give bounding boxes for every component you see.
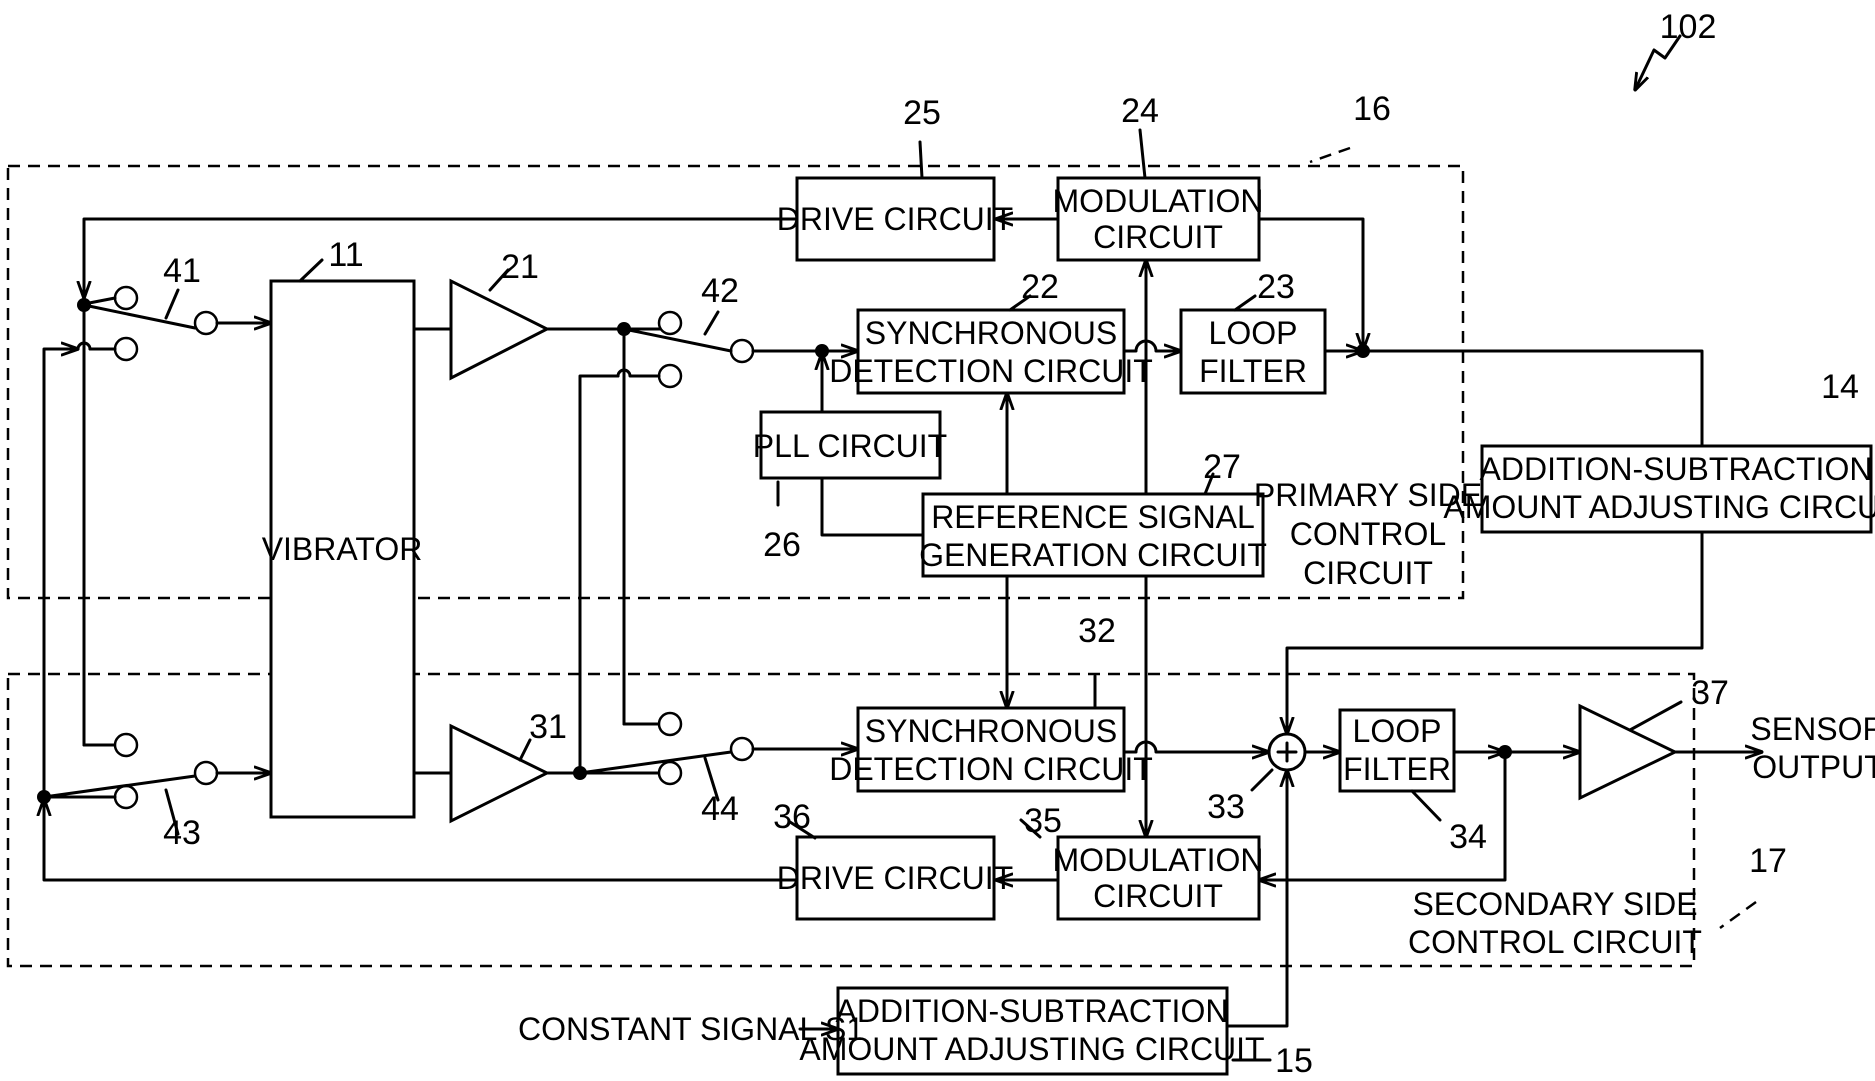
adjusting-circuit-14: ADDITION-SUBTRACTION AMOUNT ADJUSTING CI… xyxy=(1443,444,1875,534)
ref-42: 42 xyxy=(701,272,739,310)
adj14-line1: ADDITION-SUBTRACTION xyxy=(1480,451,1873,487)
adder-33 xyxy=(1267,732,1307,772)
ref-43: 43 xyxy=(163,814,201,852)
adj15-line2: AMOUNT ADJUSTING CIRCUIT xyxy=(799,1031,1264,1067)
ref-44: 44 xyxy=(701,790,739,828)
drive-circuit-secondary-label: DRIVE CIRCUIT xyxy=(777,860,1013,896)
sync-secondary-line1: SYNCHRONOUS xyxy=(865,713,1117,749)
ref-26: 26 xyxy=(763,526,801,564)
ref-32: 32 xyxy=(1078,612,1116,650)
synchronous-detection-primary: SYNCHRONOUS DETECTION CIRCUIT xyxy=(829,308,1153,395)
loop-secondary-line2: FILTER xyxy=(1343,751,1451,787)
ref-23: 23 xyxy=(1257,268,1295,306)
modulation-primary-line1: MODULATION xyxy=(1053,183,1264,219)
ref-17: 17 xyxy=(1749,842,1787,880)
primary-ctrl-line2: CONTROL xyxy=(1290,516,1446,552)
ref-41: 41 xyxy=(163,252,201,290)
primary-ctrl-line3: CIRCUIT xyxy=(1303,555,1433,591)
modulation-circuit-primary: MODULATION CIRCUIT xyxy=(1053,176,1264,262)
ref-35: 35 xyxy=(1024,802,1062,840)
drive-circuit-primary-label: DRIVE CIRCUIT xyxy=(777,201,1013,237)
ref-27: 27 xyxy=(1203,448,1241,486)
loop-primary-line2: FILTER xyxy=(1199,353,1307,389)
loop-filter-secondary: LOOP FILTER xyxy=(1338,708,1456,793)
vibrator-block: VIBRATOR xyxy=(262,279,423,819)
ref-36: 36 xyxy=(773,798,811,836)
drive-circuit-secondary: DRIVE CIRCUIT xyxy=(777,835,1013,921)
ref-24: 24 xyxy=(1121,92,1159,130)
modulation-primary-line2: CIRCUIT xyxy=(1093,219,1223,255)
modulation-secondary-line2: CIRCUIT xyxy=(1093,878,1223,914)
ref-25: 25 xyxy=(903,94,941,132)
amplifier-37 xyxy=(1578,703,1679,801)
pll-circuit: PLL CIRCUIT xyxy=(753,410,947,480)
ref-31: 31 xyxy=(529,708,567,746)
ref-34: 34 xyxy=(1449,818,1487,856)
ref-gen-line2: GENERATION CIRCUIT xyxy=(919,537,1267,573)
adj14-line2: AMOUNT ADJUSTING CIRCUIT xyxy=(1443,489,1875,525)
modulation-circuit-secondary: MODULATION CIRCUIT xyxy=(1053,835,1264,921)
reference-signal-generation-circuit: REFERENCE SIGNAL GENERATION CIRCUIT xyxy=(919,492,1267,578)
adj15-line1: ADDITION-SUBTRACTION xyxy=(836,993,1229,1029)
secondary-ctrl-line1: SECONDARY SIDE xyxy=(1412,886,1697,922)
ref-21: 21 xyxy=(501,248,539,286)
reference-numerals: 11 14 15 16 17 21 22 23 24 25 26 27 31 3… xyxy=(163,90,1859,1080)
loop-secondary-line1: LOOP xyxy=(1353,713,1442,749)
synchronous-detection-secondary: SYNCHRONOUS DETECTION CIRCUIT xyxy=(829,706,1153,793)
ref-16: 16 xyxy=(1353,90,1391,128)
ref-11: 11 xyxy=(328,236,363,274)
ref-37: 37 xyxy=(1691,674,1729,712)
vibrator-label: VIBRATOR xyxy=(262,531,423,567)
ref-15: 15 xyxy=(1275,1042,1313,1080)
drive-circuit-primary: DRIVE CIRCUIT xyxy=(777,176,1013,262)
secondary-ctrl-line2: CONTROL CIRCUIT xyxy=(1408,924,1702,960)
loop-primary-line1: LOOP xyxy=(1209,315,1298,351)
adjusting-circuit-15: ADDITION-SUBTRACTION AMOUNT ADJUSTING CI… xyxy=(799,986,1265,1076)
sync-primary-line2: DETECTION CIRCUIT xyxy=(829,353,1153,389)
primary-side-enclosure xyxy=(6,164,1465,600)
sync-secondary-line2: DETECTION CIRCUIT xyxy=(829,751,1153,787)
wiring xyxy=(37,128,1764,1062)
modulation-secondary-line1: MODULATION xyxy=(1053,842,1264,878)
figure-ref-arrow xyxy=(1635,34,1682,90)
amplifier-21 xyxy=(449,278,551,381)
ref-22: 22 xyxy=(1021,268,1059,306)
sync-primary-line1: SYNCHRONOUS xyxy=(865,315,1117,351)
figure-ref-label: 102 xyxy=(1660,8,1717,46)
sensor-output-line1: SENSOR xyxy=(1750,711,1875,747)
loop-filter-primary: LOOP FILTER xyxy=(1179,308,1327,395)
ref-gen-line1: REFERENCE SIGNAL xyxy=(931,499,1255,535)
pll-circuit-label: PLL CIRCUIT xyxy=(753,428,947,464)
sensor-output-line2: OUTPUT xyxy=(1752,749,1875,785)
secondary-side-enclosure xyxy=(6,672,1696,968)
primary-ctrl-line1: PRIMARY SIDE xyxy=(1254,477,1482,513)
ref-14: 14 xyxy=(1821,368,1859,406)
ref-33: 33 xyxy=(1207,788,1245,826)
